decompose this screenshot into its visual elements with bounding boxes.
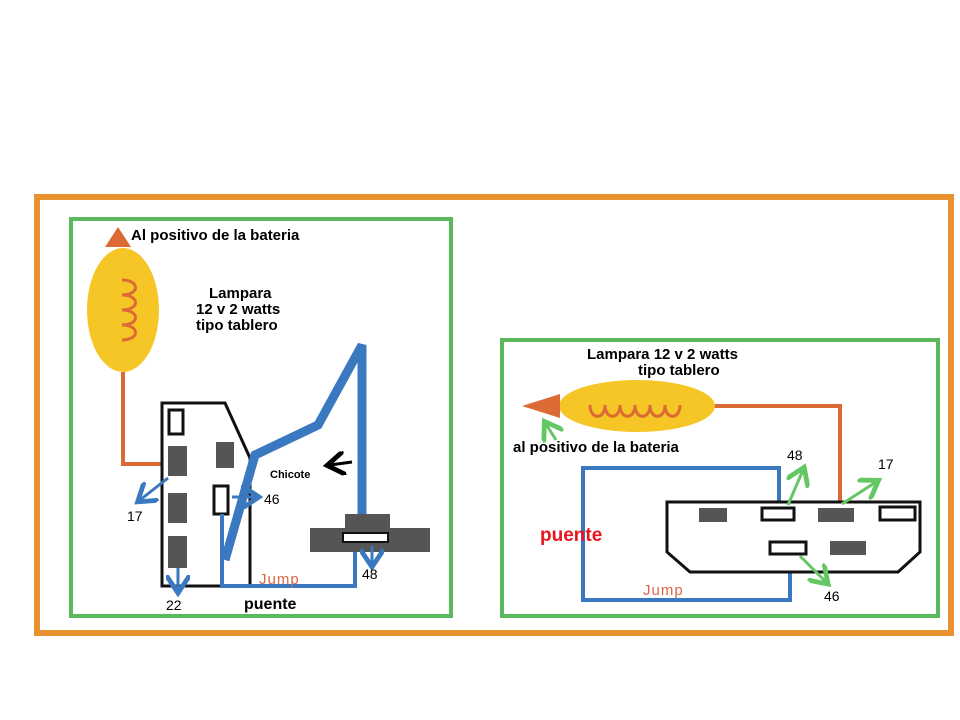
left-battery-label: Al positivo de la bateria bbox=[131, 227, 300, 244]
right-terminal-46-label: 46 bbox=[824, 588, 840, 604]
left-panel: Al positivo de la bateria Lampara 12 v 2… bbox=[69, 217, 453, 618]
right-battery-label: al positivo de la bateria bbox=[513, 439, 680, 456]
battery-arrow-icon bbox=[105, 227, 131, 247]
right-lamp-bulb-icon bbox=[559, 380, 715, 432]
left-puente-label: puente bbox=[244, 596, 297, 613]
right-slot-6 bbox=[830, 541, 866, 555]
left-lamp-label-2: 12 v 2 watts bbox=[196, 301, 280, 318]
left-terminal-46-label: 46 bbox=[264, 491, 280, 507]
left-terminal-22-slot bbox=[168, 536, 187, 568]
right-lamp-label-2: tipo tablero bbox=[638, 362, 720, 379]
right-jump-label: Jump bbox=[643, 582, 684, 599]
arrow-17-icon bbox=[140, 476, 169, 500]
right-puente-label: puente bbox=[540, 525, 602, 546]
left-terminal-22-label: 22 bbox=[166, 597, 182, 613]
right-arrow-48-icon bbox=[788, 470, 803, 506]
left-lamp-label-1: Lampara bbox=[209, 285, 272, 302]
left-terminal-46-slot bbox=[212, 484, 230, 516]
right-lamp-label-1: Lampara 12 v 2 watts bbox=[587, 346, 738, 363]
right-panel: Lampara 12 v 2 watts tipo tablero al pos… bbox=[500, 338, 940, 618]
left-terminal-lower-slot bbox=[168, 493, 187, 523]
right-battery-arrow-icon bbox=[522, 394, 560, 418]
right-lamp-wire bbox=[700, 404, 842, 504]
left-terminal-17-slot bbox=[168, 446, 187, 476]
right-arrow-17-icon bbox=[841, 482, 876, 506]
right-panel-border bbox=[500, 338, 940, 618]
left-panel-border bbox=[69, 217, 453, 618]
right-slot-17 bbox=[818, 508, 854, 522]
right-slot-1 bbox=[699, 508, 727, 522]
left-terminal-17-label: 17 bbox=[127, 508, 143, 524]
left-lamp-label-3: tipo tablero bbox=[196, 317, 278, 334]
right-slot-46 bbox=[768, 540, 808, 556]
chicote-label: Chicote bbox=[270, 469, 310, 481]
left-jump-label: Jump bbox=[259, 571, 300, 588]
right-arrow-46-icon bbox=[798, 554, 826, 582]
right-terminal-17-label: 17 bbox=[878, 456, 894, 472]
right-jump-wire bbox=[581, 466, 792, 602]
left-jump-wire bbox=[220, 514, 357, 588]
right-terminal-48-label: 48 bbox=[787, 447, 803, 463]
left-terminal-48-label: 48 bbox=[362, 566, 378, 582]
chicote-arrow-icon bbox=[330, 462, 353, 465]
lamp-coil-icon bbox=[121, 278, 137, 342]
right-slot-48 bbox=[760, 506, 796, 522]
left-terminal-top bbox=[167, 408, 185, 436]
right-battery-green-arrow-icon bbox=[546, 424, 556, 440]
right-lamp-coil-icon bbox=[588, 404, 682, 418]
right-slot-4 bbox=[878, 505, 917, 522]
left-48-connector-pin bbox=[342, 532, 389, 543]
left-terminal-mid-slot bbox=[216, 442, 234, 468]
lamp-wire bbox=[121, 372, 170, 466]
